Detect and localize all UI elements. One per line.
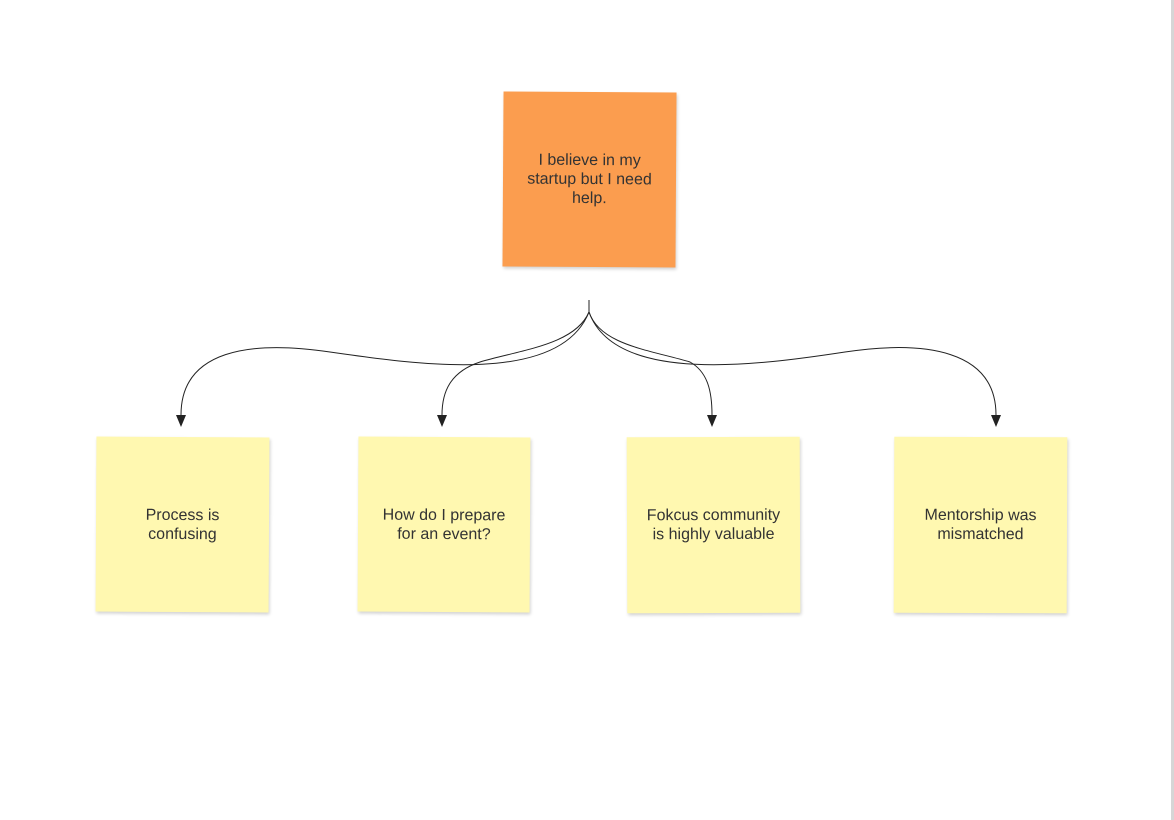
arrow-head-4 [991,415,1001,427]
root-sticky-note[interactable]: I believe in my startup but I need help. [502,91,677,268]
page-edge-divider [1171,0,1174,820]
note-text: How do I prepare for an event? [382,506,506,543]
note-text: Fokcus community is highly valuable [646,506,781,544]
connector-3 [588,311,713,416]
sticky-note-community[interactable]: Fokcus community is highly valuable [626,436,801,614]
sticky-note-mentorship[interactable]: Mentorship was mismatched [893,436,1068,614]
note-text: Mentorship was mismatched [924,506,1037,544]
connector-1 [180,311,590,416]
sticky-note-prepare[interactable]: How do I prepare for an event? [357,436,531,613]
arrow-head-3 [707,415,717,427]
arrow-head-2 [437,415,447,427]
arrow-head-1 [176,415,186,427]
note-text: Process is confusing [145,506,220,543]
root-note-text: I believe in my startup but I need help. [527,151,652,208]
connector-2 [441,311,590,416]
sticky-note-process[interactable]: Process is confusing [95,436,270,613]
connector-4 [588,311,997,416]
